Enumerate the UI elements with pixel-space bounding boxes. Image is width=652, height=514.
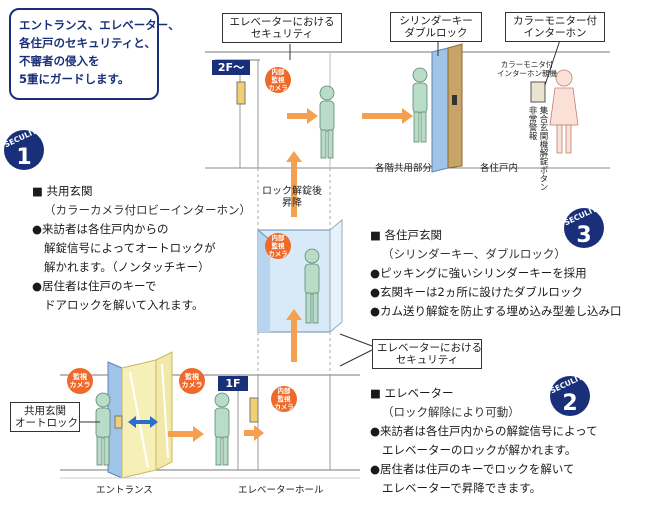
slide-door-arrow	[128, 416, 158, 428]
section-subtitle: （カラーカメラ付ロビーインターホン）	[44, 203, 251, 217]
bullet: ●来訪者は各住戸内からの解錠信号によって	[370, 424, 598, 438]
bullet-cont: ドアロックを解いて入れます。	[44, 298, 204, 312]
bullet: ●カム送り解錠を防止する埋め込み型差し込み口	[370, 304, 622, 318]
intro-line: 各住戸のセキュリティと、	[19, 36, 156, 50]
intercom-unit-label: カラーモニタ付 インターホン親機	[497, 60, 557, 78]
section-2-elevator: ■ エレベーター （ロック解除により可動） ●来訪者は各住戸内からの解錠信号によ…	[370, 384, 598, 498]
section-subtitle: （ロック解除により可動）	[382, 405, 520, 419]
bullet-cont: 解かれます。（ノンタッチキー）	[44, 260, 210, 274]
intercom-panel	[530, 81, 546, 103]
camera-icons	[67, 67, 297, 412]
bullet: ●居住者は住戸のキーでロックを解いて	[370, 462, 575, 476]
section-1-entrance: ■ 共用玄関 （カラーカメラ付ロビーインターホン） ●来訪者は各住戸内からの 解…	[32, 182, 251, 315]
svg-text:2: 2	[562, 391, 577, 416]
bullet-cont: エレベーターのロックが解かれます。	[382, 443, 577, 457]
section-title: ■ 共用玄関	[32, 184, 93, 198]
floor-label-2f: 2F〜	[212, 60, 250, 75]
entrance-doors	[107, 351, 173, 479]
bullet: ●玄関キーは2ヵ所に設けたダブルロック	[370, 285, 583, 299]
callout-intercom: カラーモニター付 インターホン	[505, 12, 605, 42]
section-title: ■ 各住戸玄関	[370, 228, 443, 242]
flow-arrows	[168, 108, 413, 442]
section-title: ■ エレベーター	[370, 386, 454, 400]
bullet-cont: エレベーターで昇降できます。	[382, 481, 542, 495]
camera-label: 内部 監視 カメラ	[274, 387, 294, 411]
svg-text:1: 1	[16, 145, 31, 170]
intro-line: 不審者の侵入を	[19, 54, 100, 68]
elevator-hall-label: エレベーターホール	[238, 485, 324, 496]
resident-figure	[549, 69, 579, 154]
vertical-label: 非常警報	[527, 106, 537, 140]
unit-door	[431, 43, 463, 173]
floor-label-1f: 1F	[218, 376, 248, 391]
callout-elevator-mid: エレベーターにおける セキュリティ	[372, 339, 482, 369]
camera-label: 内部 監視 カメラ	[268, 234, 288, 258]
callout-cylinder-key: シリンダーキー ダブルロック	[390, 12, 482, 42]
bullet: ●来訪者は各住戸内からの	[32, 222, 169, 236]
section-subtitle: （シリンダーキー、ダブルロック）	[382, 247, 566, 261]
bullet: ●居住者は住戸のキーで	[32, 279, 157, 293]
callout-entrance-lock: 共用玄関 オートロック	[10, 402, 80, 432]
person-figures	[95, 67, 428, 466]
security-badge-3: SECULITY 3	[563, 202, 604, 248]
bullet: ●ピッキングに強いシリンダーキーを採用	[370, 266, 587, 280]
entrance-label: エントランス	[96, 485, 153, 496]
unlock-ascend-label: ロック解錠後 昇降	[262, 186, 322, 209]
intro-box: エントランス、エレベーター、 各住戸のセキュリティと、 不審者の侵入を 5重にガ…	[9, 8, 180, 100]
intro-line: 5重にガードします。	[19, 72, 130, 86]
common-area-label: 各階共用部分	[375, 163, 433, 174]
inside-unit-label: 各住戸内	[480, 163, 519, 174]
camera-label: 監視 カメラ	[181, 373, 203, 389]
security-badge-2: SECULITY 2	[549, 370, 590, 416]
callout-lines	[80, 39, 561, 423]
camera-label: 内部 監視 カメラ	[268, 68, 288, 92]
intro-line: エントランス、エレベーター、	[19, 18, 180, 32]
callout-elevator-top: エレベーターにおける セキュリティ	[222, 13, 342, 43]
camera-label: 監視 カメラ	[69, 373, 91, 389]
entrance-unlock-button-label: 集合玄関機解錠ボタン	[538, 106, 548, 191]
security-badge-1: SECULITY 1	[3, 124, 44, 170]
vertical-label: 集合玄関機解錠ボタン	[538, 106, 548, 191]
section-3-unit-door: ■ 各住戸玄関 （シリンダーキー、ダブルロック） ●ピッキングに強いシリンダーキ…	[370, 226, 622, 321]
emergency-alarm-label: 非常警報	[527, 106, 537, 140]
svg-text:3: 3	[576, 223, 591, 248]
bullet-cont: 解錠信号によってオートロックが	[44, 241, 216, 255]
